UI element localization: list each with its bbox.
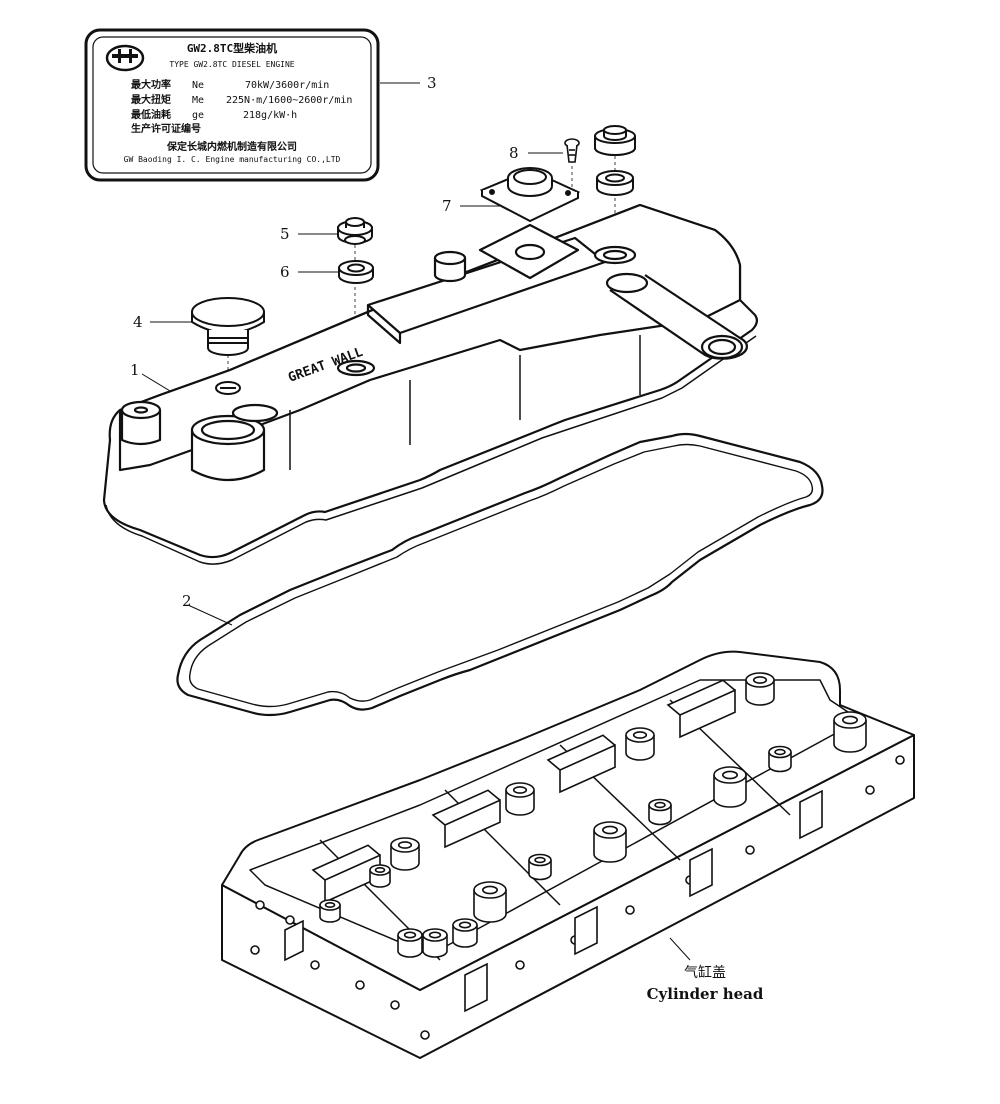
head-post: [625, 727, 655, 761]
rocker-pedestal: [431, 789, 501, 849]
bolt-hole: [865, 785, 875, 795]
head-post: [473, 881, 507, 923]
head-ports: [250, 755, 905, 1040]
head-post: [452, 918, 478, 948]
callout-label-7: 7: [442, 197, 452, 215]
cover-logo-icon: [215, 381, 241, 395]
part-valve-cover: [102, 203, 759, 565]
head-post: [319, 899, 341, 923]
port-window: [464, 962, 488, 1013]
head-post: [528, 853, 552, 881]
part-washer-6: [338, 260, 374, 284]
plate-row-symbol: Me: [192, 95, 204, 106]
part-gasket: [176, 432, 824, 717]
head-post: [397, 928, 423, 958]
plate-row-label: 最大功率: [131, 78, 171, 91]
plate-type-line: TYPE GW2.8TC DIESEL ENGINE: [169, 60, 294, 69]
head-post: [745, 672, 775, 706]
plate-row-value: 218g/kW·h: [243, 110, 297, 121]
bolt-hole: [895, 755, 905, 765]
plate-row-symbol: ge: [192, 110, 204, 121]
port-window: [689, 847, 713, 898]
plate-row-value: 225N·m/1600~2600r/min: [226, 95, 352, 106]
bolt-hole: [515, 960, 525, 970]
port-window: [799, 789, 823, 840]
head-post: [833, 711, 867, 753]
part-breather-cap: [479, 167, 581, 223]
port-window: [284, 919, 304, 962]
port-window: [574, 905, 598, 956]
bolt-hole: [745, 845, 755, 855]
head-post: [422, 928, 448, 958]
plate-row-symbol: Ne: [192, 80, 204, 91]
part-cylinder-head: [221, 650, 915, 1059]
plate-maker-en: GW Baoding I. C. Engine manufacturing CO…: [124, 155, 341, 164]
part-screw: [564, 138, 580, 163]
head-details: [311, 672, 867, 958]
part-oil-filler-cap: [191, 297, 265, 356]
bolt-hole: [285, 915, 295, 925]
head-post: [713, 766, 747, 808]
caption-cn: 气缸盖: [684, 964, 726, 981]
bolt-hole: [420, 1030, 430, 1040]
callout-label-6: 6: [280, 263, 290, 281]
brand-logo-icon: [105, 44, 145, 72]
rocker-pedestal: [546, 734, 616, 794]
head-post: [369, 864, 391, 888]
nameplate: GW2.8TC型柴油机 TYPE GW2.8TC DIESEL ENGINE 最…: [84, 28, 380, 182]
head-post: [648, 798, 672, 826]
part-bolt-right: [594, 125, 636, 156]
part-bolt-5: [337, 217, 373, 245]
bolt-hole: [250, 945, 260, 955]
plate-title: GW2.8TC型柴油机: [187, 41, 277, 55]
caption-en: Cylinder head: [647, 985, 764, 1003]
head-post: [593, 821, 627, 863]
rocker-pedestal: [666, 679, 736, 739]
callout-label-4: 4: [133, 313, 143, 331]
plate-row-label: 最大扭矩: [131, 93, 171, 106]
callout-label-2: 2: [182, 592, 192, 610]
callout-label-1: 1: [130, 361, 140, 379]
plate-row-label: 最低油耗: [131, 108, 171, 121]
bolt-hole: [625, 905, 635, 915]
bolt-hole: [355, 980, 365, 990]
bolt-hole: [310, 960, 320, 970]
plate-row-value: 70kW/3600r/min: [245, 80, 329, 91]
bolt-hole: [390, 1000, 400, 1010]
plate-maker-cn: 保定长城内燃机制造有限公司: [166, 140, 297, 153]
callout-label-3: 3: [427, 74, 437, 92]
bolt-hole: [255, 900, 265, 910]
callout-label-8: 8: [509, 144, 519, 162]
head-post: [768, 745, 792, 773]
plate-license-label: 生产许可证编号: [131, 122, 201, 135]
head-post: [390, 837, 420, 871]
part-washer-right: [596, 170, 634, 196]
head-post: [505, 782, 535, 816]
callout-label-5: 5: [280, 225, 290, 243]
